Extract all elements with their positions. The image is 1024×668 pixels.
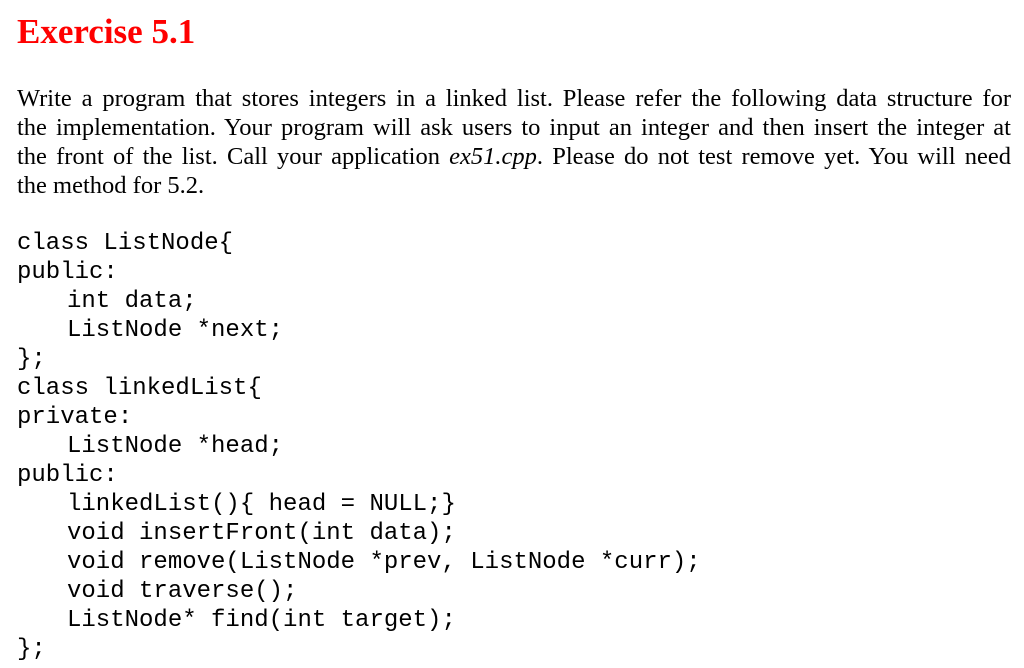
code-line: ListNode *next; <box>67 317 284 344</box>
code-block: class ListNode{ public: int data; ListNo… <box>17 229 701 664</box>
description-line: the method for 5.2. <box>17 172 205 199</box>
code-line: void traverse(); <box>67 578 298 605</box>
code-line: public: <box>17 462 118 489</box>
description-line: Write a program that stores integers in … <box>17 85 1011 112</box>
description-line: the implementation. Your program will as… <box>17 114 1011 141</box>
code-line: }; <box>17 346 46 373</box>
exercise-description: Write a program that stores integers in … <box>17 84 1011 200</box>
description-text: the front of the list. Call your applica… <box>17 143 450 170</box>
filename-text: ex51.cpp <box>449 143 537 170</box>
code-line: ListNode* find(int target); <box>67 607 456 634</box>
code-line: int data; <box>67 288 197 315</box>
exercise-title: Exercise 5.1 <box>17 12 196 51</box>
description-text: . Please do not test remove yet. You wil… <box>536 143 1011 170</box>
code-line: class linkedList{ <box>17 375 262 402</box>
code-line: linkedList(){ head = NULL;} <box>67 491 456 518</box>
code-line: public: <box>17 259 118 286</box>
description-line: the front of the list. Call your applica… <box>17 142 1011 171</box>
code-line: private: <box>17 404 133 431</box>
code-line: }; <box>17 636 46 663</box>
code-line: void insertFront(int data); <box>67 520 456 547</box>
code-line: ListNode *head; <box>67 433 284 460</box>
code-line: class ListNode{ <box>17 230 234 257</box>
code-line: void remove(ListNode *prev, ListNode *cu… <box>67 549 701 576</box>
